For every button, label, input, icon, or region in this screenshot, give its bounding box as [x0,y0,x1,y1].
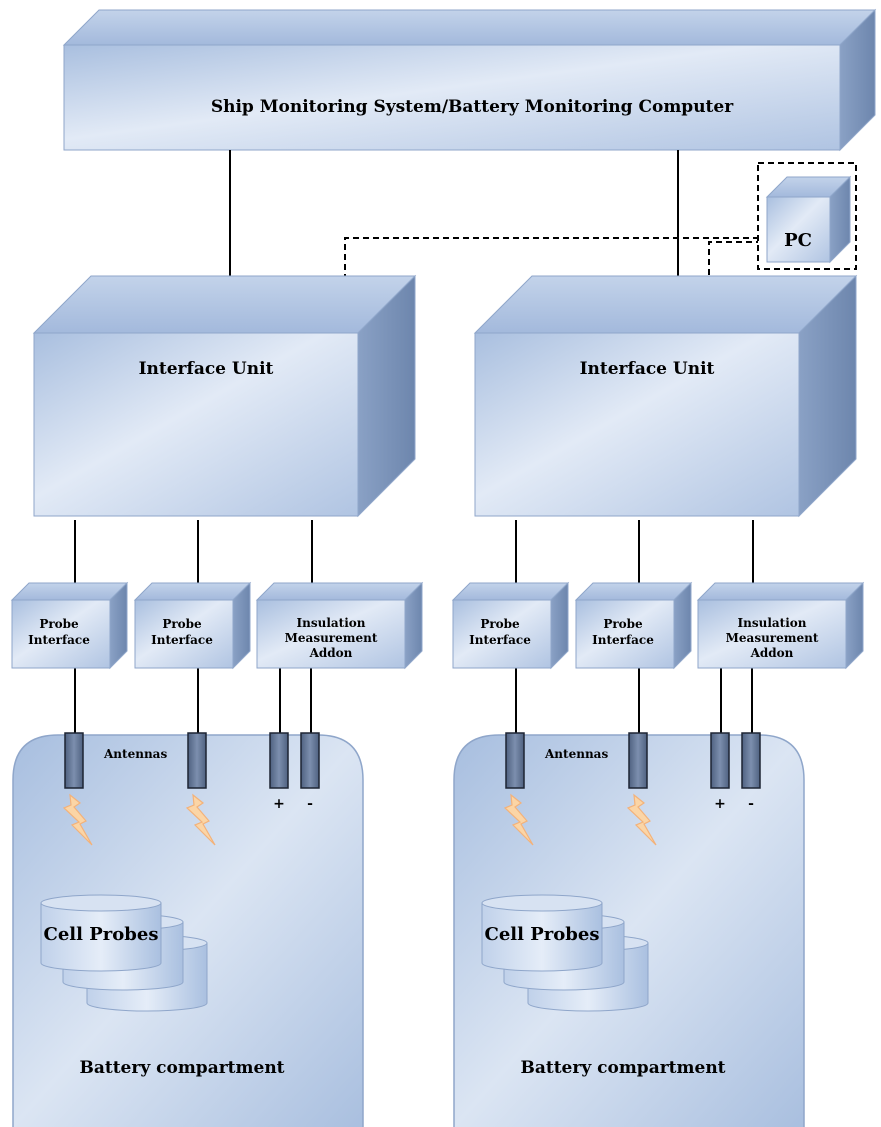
interface-unit-right: Interface Unit [473,274,858,518]
top-box: Ship Monitoring System/Battery Monitorin… [62,8,877,152]
probe-interface-2-label-right-line-1: Probe [603,617,643,631]
interface-unit-right-top-face [473,275,858,334]
insulation-addon-label-right-line-3: Addon [750,646,794,660]
cell-probe-cylinder-1-left-cap [40,894,162,912]
probe-interface-1-right-front-face [452,599,552,669]
minus-terminal-left [300,732,320,789]
insulation-addon-label-right-line-2: Measurement [726,631,819,645]
insulation-addon-label-right-line-1: Insulation [738,616,807,630]
insulation-addon-label-left-line-2: Measurement [285,631,378,645]
interface-unit-left-top-face [32,275,417,334]
lightning-1-right [503,793,534,846]
probe-interface-2-label-left-line-1: Probe [162,617,202,631]
probe-interface-1-left-top-face [10,582,129,601]
cell-probe-cylinder-1-left [40,894,162,972]
antennas-label-left: Antennas [103,747,167,761]
plus-terminal-left [269,732,289,789]
probe-interface-1-label-right-line-2: Interface [469,633,531,647]
antenna-2-right [628,732,648,789]
plus-label-left: + [273,796,285,812]
probe-interface-1-label-left-line-2: Interface [28,633,90,647]
lightning-1-left [62,793,93,846]
minus-label-right: - [748,796,754,812]
interface-unit-label-right: Interface Unit [580,359,715,379]
cell-probes-label-left: Cell Probes [44,924,159,945]
probe-interface-1-label-right-line-1: Probe [480,617,520,631]
insulation-addon-right-front-face [697,599,847,669]
pc-label: PC [784,230,812,251]
insulation-addon-left-front-face [256,599,406,669]
cell-probes-label-right: Cell Probes [485,924,600,945]
probe-interface-2-left-top-face [133,582,252,601]
pc-dashed-frame [757,162,857,270]
cell-probe-cylinder-1-right [481,894,603,972]
top-box-label: Ship Monitoring System/Battery Monitorin… [211,97,734,117]
minus-terminal-right [741,732,761,789]
interface-unit-right-front-face [474,332,800,517]
probe-interface-2-left-front-face [134,599,234,669]
cell-probe-cylinder-1-right-cap [481,894,603,912]
cell-probes-left: Cell Probes [40,894,208,1012]
plus-label-right: + [714,796,726,812]
probe-interface-2-right-front-face [575,599,675,669]
antenna-2-left [187,732,207,789]
probe-interface-2-label-left-line-2: Interface [151,633,213,647]
insulation-addon-right-top-face [696,582,865,601]
interface-unit-left-front-face [33,332,359,517]
interface-unit-left: Interface Unit [32,274,417,518]
insulation-addon-label-left-line-3: Addon [309,646,353,660]
battery-compartment-right: Battery compartment [453,734,805,1127]
interface-unit-label-left: Interface Unit [139,359,274,379]
antenna-1-left [64,732,84,789]
probe-interface-1-left-front-face [11,599,111,669]
lightning-2-left [185,793,216,846]
probe-interface-1-right-top-face [451,582,570,601]
probe-interface-1-label-left-line-1: Probe [39,617,79,631]
compartment-label-left: Battery compartment [79,1058,284,1078]
lightning-2-right [626,793,657,846]
insulation-addon-label-left-line-1: Insulation [297,616,366,630]
probe-interface-2-right-top-face [574,582,693,601]
antennas-label-right: Antennas [544,747,608,761]
battery-compartment-left: Battery compartment [12,734,364,1127]
antenna-1-right [505,732,525,789]
insulation-addon-left-top-face [255,582,424,601]
pc-box: PC [757,162,857,270]
plus-terminal-right [710,732,730,789]
minus-label-left: - [307,796,313,812]
cell-probes-right: Cell Probes [481,894,649,1012]
probe-interface-2-label-right-line-2: Interface [592,633,654,647]
cell-probe-cylinder-1-right-body [481,902,603,972]
cell-probe-cylinder-1-left-body [40,902,162,972]
compartment-label-right: Battery compartment [520,1058,725,1078]
